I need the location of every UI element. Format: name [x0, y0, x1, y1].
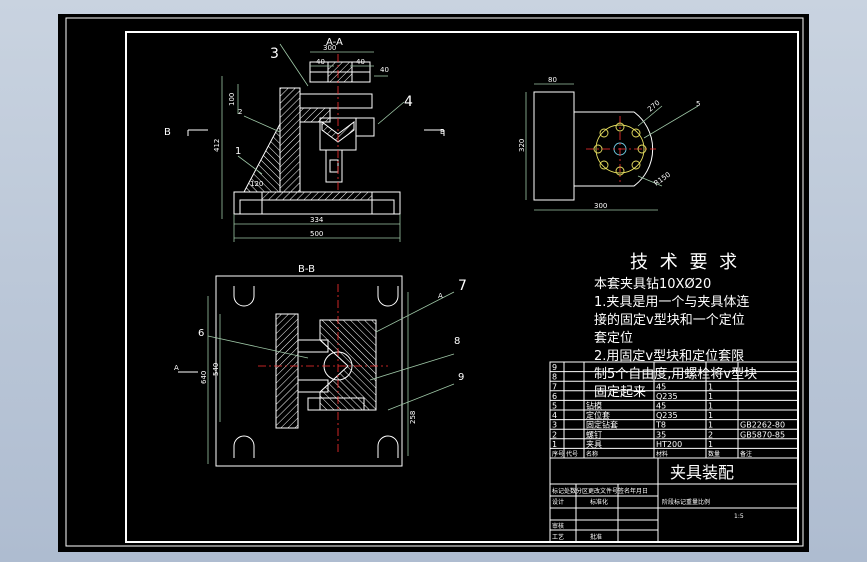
dim-300-top: 300	[323, 44, 336, 52]
bom-cell-material: 45	[656, 382, 666, 391]
bom-cell-note: GB5870-85	[740, 430, 785, 439]
tb-designer: 设计	[552, 498, 564, 506]
section-b-left: B	[164, 127, 171, 138]
dim-320: 320	[518, 139, 526, 152]
dim-540: 540	[212, 363, 220, 376]
dim-500: 500	[310, 230, 323, 238]
bom-cell-material: 45	[656, 402, 666, 411]
bom-cell-no: 3	[552, 421, 557, 430]
bom-cell-name: 夹具	[586, 439, 602, 449]
bom-cell-no: 9	[552, 363, 557, 372]
req-line-2: 接的固定v型块和一个定位	[594, 312, 745, 328]
inner-frame	[125, 31, 799, 543]
cad-drawing: A-A 300 40	[65, 17, 804, 547]
section-a-top: A	[438, 292, 443, 300]
req-line-3: 套定位	[594, 330, 633, 346]
bom-cell-no: 7	[552, 382, 557, 391]
bom-cell-no: 2	[552, 430, 557, 439]
view-aa: A-A 300 40	[164, 37, 445, 242]
tb-approve: 批准	[590, 533, 602, 541]
dim-80: 80	[548, 76, 557, 84]
section-b-right: B	[440, 128, 445, 136]
bom-cell-name: 定位套	[586, 410, 610, 420]
tb-standard: 标准化	[590, 498, 608, 506]
bom-cell-name: 固定钻套	[586, 420, 618, 430]
bom-cell-qty: 1	[708, 440, 713, 449]
bom-header-cell: 代号	[566, 450, 578, 458]
callout-9: 9	[458, 372, 464, 383]
bom-cell-no: 5	[552, 402, 557, 411]
requirements-heading: 技 术 要 求	[630, 252, 740, 273]
bom-cell-material: HT200	[656, 440, 682, 449]
req-line-6: 固定起来	[594, 385, 646, 400]
drawing-sheet: A-A 300 40	[58, 14, 809, 552]
dim-258: 258	[409, 411, 417, 424]
bom-cell-qty: 1	[708, 411, 713, 420]
callout-1: 1	[235, 146, 241, 157]
bom-cell-no: 1	[552, 440, 557, 449]
dim-40-c: 40	[380, 66, 389, 74]
callout-4: 4	[404, 94, 413, 110]
tb-row1: 标记处数分区更改文件号签名年月日	[552, 487, 648, 495]
callout-3: 3	[270, 46, 279, 62]
callout-2: 2	[238, 108, 242, 116]
view-aa-title: A-A	[326, 37, 343, 48]
drawing-title: 夹具装配	[670, 463, 734, 482]
tb-stage: 阶段标记重量比例	[662, 498, 710, 506]
bom-cell-qty: 1	[708, 402, 713, 411]
bom-cell-qty: 1	[708, 421, 713, 430]
dim-334: 334	[310, 216, 324, 224]
bom-cell-name: 钻模	[586, 401, 602, 411]
outer-border	[65, 17, 804, 547]
req-line-5: 制5个自由度,用螺栓将v型块	[594, 366, 757, 382]
callout-7: 7	[458, 278, 467, 294]
req-line-4: 2.用固定v型块和定位套限	[594, 348, 744, 364]
dim-412: 412	[213, 139, 221, 152]
dim-640: 640	[200, 371, 208, 384]
bom-header-cell: 材料	[656, 450, 668, 458]
view-bb-title: B-B	[298, 264, 315, 275]
bom-header-cell: 备注	[740, 450, 752, 458]
dim-120: 120	[250, 180, 263, 188]
req-line-1: 1.夹具是用一个与夹具体连	[594, 294, 749, 310]
title-block: 夹具装配 标记处数分区更改文件号签名年月日 设计 标准化 阶段标记重量比例 1:…	[549, 457, 799, 543]
tb-process: 工艺	[552, 533, 564, 541]
dim-40-a: 40	[316, 58, 325, 66]
view-bb: B-B 7 6 8 9 A A 640 540 258	[174, 264, 467, 467]
view-top: 80 270 320 R150 300 5	[518, 76, 700, 211]
callout-8: 8	[454, 336, 460, 347]
bom-header-cell: 数量	[708, 450, 720, 458]
bom-cell-material: Q235	[656, 411, 678, 420]
bom-cell-qty: 1	[708, 392, 713, 401]
bom-cell-name: 螺钉	[586, 429, 602, 439]
callout-6: 6	[198, 328, 204, 339]
dim-r150: R150	[653, 171, 673, 188]
req-line-0: 本套夹具钻10XØ20	[594, 276, 711, 292]
bom-cell-note: GB2262-80	[740, 421, 785, 430]
bom-header-cell: 名称	[586, 450, 598, 458]
bom-cell-material: 35	[656, 430, 666, 439]
technical-requirements: 技 术 要 求 本套夹具钻10XØ20 1.夹具是用一个与夹具体连 接的固定v型…	[594, 252, 757, 400]
dim-300-plate: 300	[594, 202, 607, 210]
callout-5: 5	[696, 100, 700, 108]
bom-cell-qty: 2	[708, 430, 713, 439]
bom-cell-material: Q235	[656, 392, 678, 401]
dim-270: 270	[646, 99, 661, 114]
dim-100: 100	[228, 93, 236, 106]
bom-header-cell: 序号	[552, 450, 564, 458]
bom-cell-material: T8	[655, 421, 666, 430]
tb-review: 审核	[552, 522, 564, 530]
bom-cell-no: 8	[552, 373, 557, 382]
tb-scale: 1:5	[734, 513, 744, 520]
bom-cell-qty: 1	[708, 382, 713, 391]
bom-cell-no: 4	[552, 411, 557, 420]
section-a-left: A	[174, 364, 179, 372]
dim-40-b: 40	[356, 58, 365, 66]
bom-cell-no: 6	[552, 392, 557, 401]
